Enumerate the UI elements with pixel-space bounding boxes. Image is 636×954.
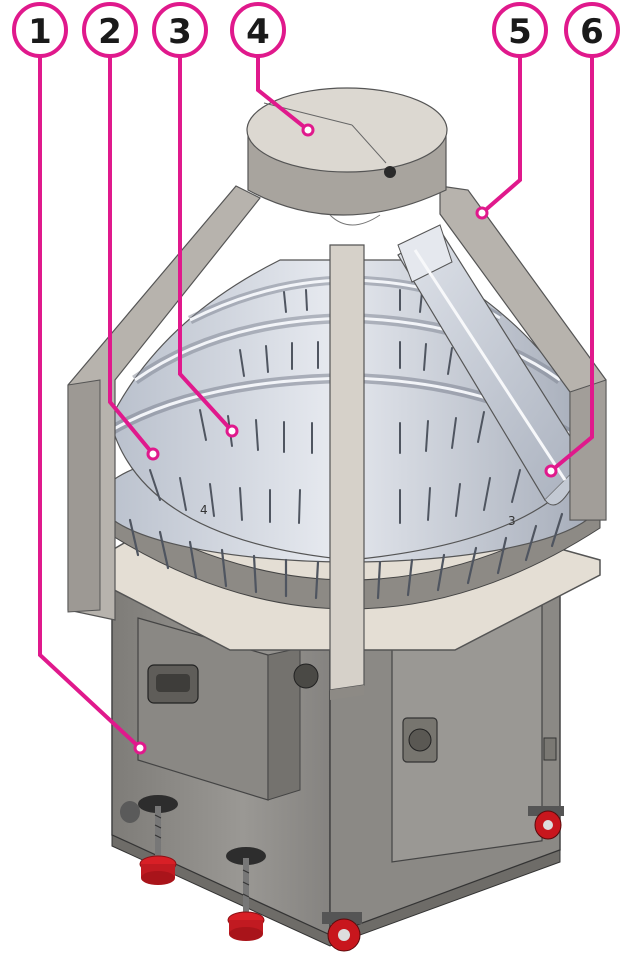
callout-dot-4 [301,123,315,137]
ring-engraving-4: 4 [200,503,208,517]
leader-line-4 [256,48,310,132]
callout-badge-3: 3 [152,2,208,58]
top-cover [246,87,448,226]
callout-number-2: 2 [98,12,122,52]
callout-number-6: 6 [580,12,604,52]
callout-number-5: 5 [508,12,532,52]
callout-badges: 1 2 3 4 5 6 [12,2,620,58]
adjustable-foot-left [138,795,178,885]
callout-endpoints [133,123,558,755]
callout-badge-6: 6 [564,2,620,58]
callout-dot-1 [133,741,147,755]
callout-dot-5 [475,206,489,220]
callout-number-4: 4 [246,12,270,52]
support-frame [67,185,607,700]
caster-wheel-front [322,912,362,952]
callout-dot-6 [544,464,558,478]
dough-chute [397,224,586,506]
caster-wheel-back [120,801,140,823]
ring-engraving-3: 3 [508,514,516,528]
callout-badge-5: 5 [492,2,548,58]
leader-line-5 [480,48,522,215]
cabinet [111,587,561,947]
machine-body: 4 3 [67,87,607,952]
leader-line-1 [38,48,142,750]
callout-number-3: 3 [168,12,192,52]
callout-dot-2 [146,447,160,461]
callout-number-1: 1 [28,12,52,52]
callout-dot-3 [225,424,239,438]
leader-line-3 [178,46,234,433]
callout-badge-4: 4 [230,2,286,58]
adjustable-foot-right [226,847,266,941]
leader-line-6 [549,48,594,473]
caster-wheel-right [528,806,564,840]
callout-leaders [38,46,594,750]
callout-badge-2: 2 [82,2,138,58]
callout-badge-1: 1 [12,2,68,58]
leader-line-2 [108,46,155,456]
